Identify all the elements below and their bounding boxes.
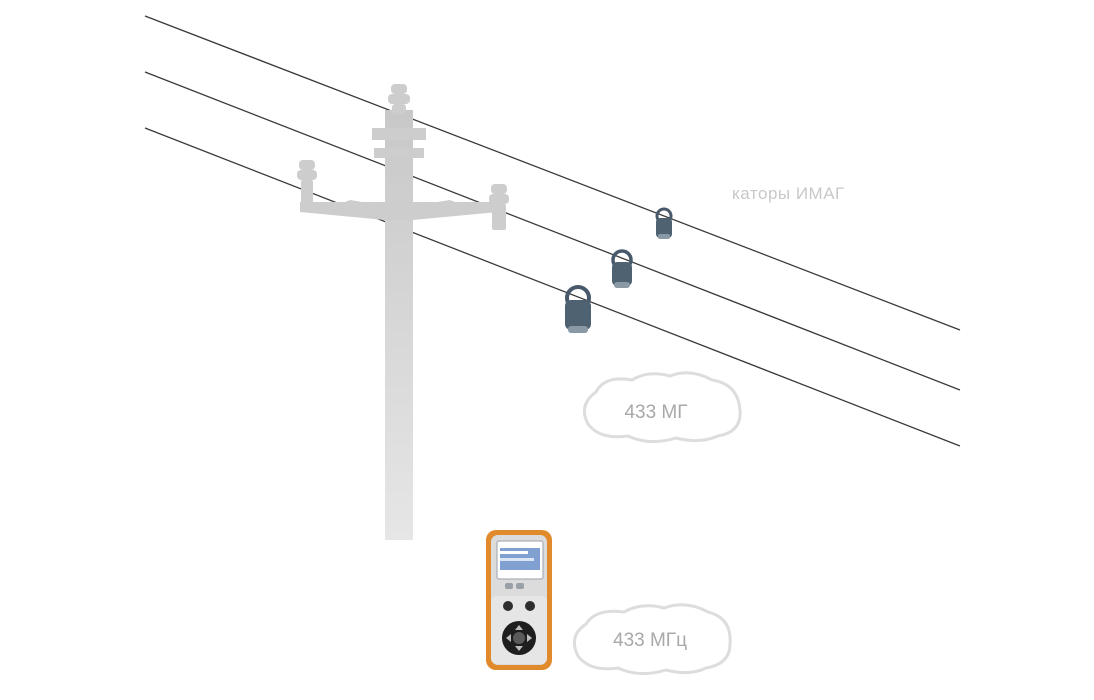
wire-bottom (144, 127, 961, 447)
utility-pole (297, 84, 509, 540)
sensor-middle (611, 249, 633, 288)
line-sensor-icon (565, 207, 673, 333)
signal-cloud-bottom: 433 МГц (572, 603, 732, 675)
handheld-indicator-icon (486, 530, 552, 670)
cloud-bottom-label: 433 МГц (613, 630, 687, 651)
power-wires (144, 15, 961, 447)
sensor-near (565, 285, 591, 333)
cloud-top-label: 433 МГ (624, 402, 687, 423)
wire-middle (144, 71, 961, 391)
device-left-key (503, 601, 513, 611)
sensor-far (655, 207, 673, 239)
device-right-key (525, 601, 535, 611)
signal-cloud-top: 433 МГ (582, 371, 742, 443)
scene-caption: каторы ИМАГ (732, 184, 845, 203)
wire-top (144, 15, 961, 331)
